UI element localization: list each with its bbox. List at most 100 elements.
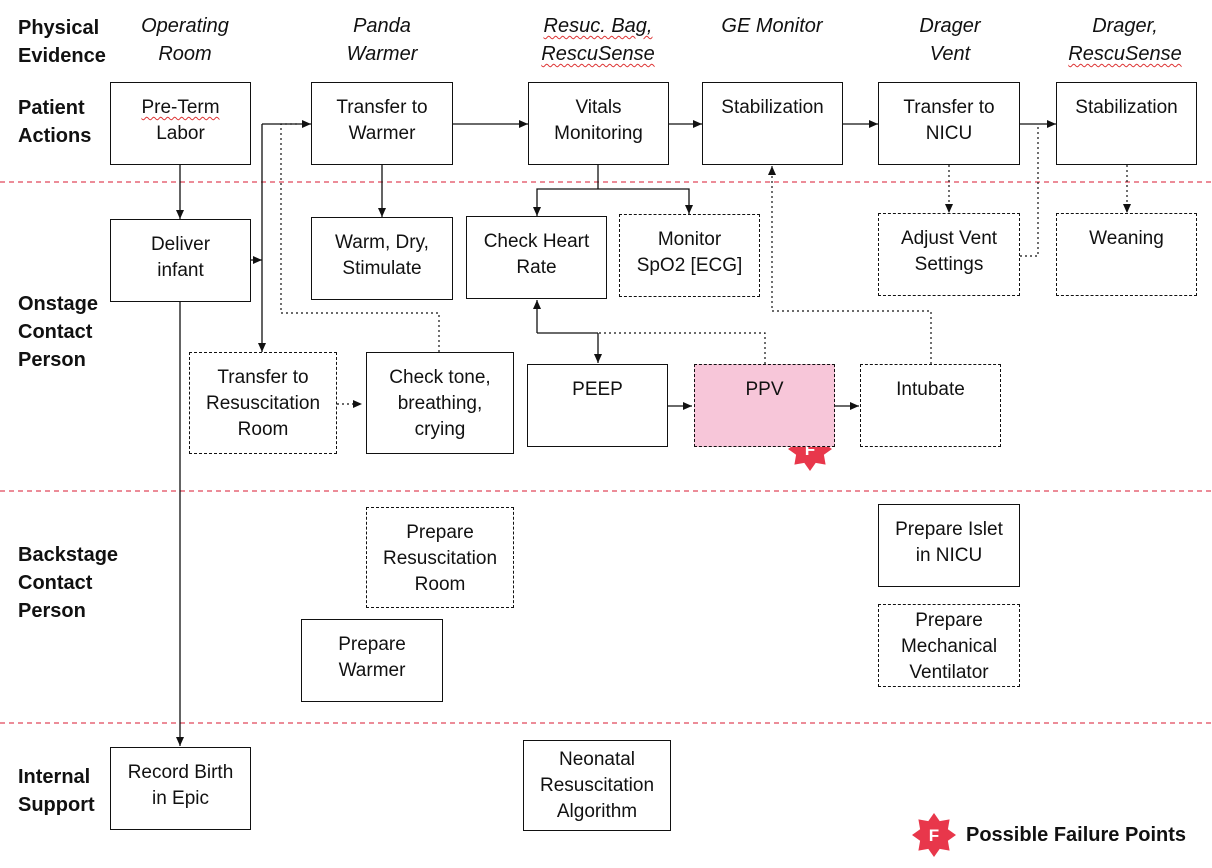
box-line: Settings bbox=[914, 254, 984, 275]
row-label-line: Actions bbox=[18, 125, 92, 147]
row-label-line: Physical bbox=[18, 17, 100, 39]
row-label-line: Support bbox=[18, 794, 95, 816]
row-label-line: Patient bbox=[18, 97, 85, 119]
evidence-ge-monitor: GE Monitor bbox=[697, 12, 847, 40]
evidence-line: Room bbox=[158, 43, 212, 65]
legend-badge: F bbox=[912, 813, 956, 857]
evidence-line: Drager, bbox=[1092, 15, 1158, 37]
box-line: breathing, bbox=[397, 393, 483, 414]
box-record-birth-epic: Record Birth in Epic bbox=[110, 747, 251, 830]
failure-letter: F bbox=[805, 440, 815, 459]
box-line: Intubate bbox=[896, 379, 965, 400]
evidence-resuc-bag: Resuc. Bag, RescuSense bbox=[518, 12, 678, 68]
box-check-tone-breathing: Check tone, breathing, crying bbox=[366, 352, 514, 454]
dotted-intubate-to-stabilization bbox=[768, 166, 932, 364]
evidence-panda-warmer: Panda Warmer bbox=[307, 12, 457, 68]
box-line: NICU bbox=[925, 123, 973, 144]
row-label-onstage: Onstage Contact Person bbox=[18, 290, 98, 374]
box-prepare-resuscitation-room: Prepare Resuscitation Room bbox=[366, 507, 514, 608]
box-line: Prepare Islet bbox=[895, 519, 1003, 540]
box-line: Room bbox=[237, 419, 289, 440]
box-line: Check tone, bbox=[389, 367, 491, 388]
dotted-adjust-vent-to-stabilization bbox=[1020, 124, 1039, 257]
box-line: Transfer to bbox=[903, 97, 995, 118]
row-label-line: Person bbox=[18, 349, 86, 371]
row-label-backstage: Backstage Contact Person bbox=[18, 541, 118, 625]
box-line: Warmer bbox=[338, 660, 406, 681]
dotted-connectors bbox=[280, 123, 1131, 408]
box-line: Resuscitation bbox=[382, 548, 498, 569]
evidence-line: Resuc. Bag, bbox=[543, 15, 653, 37]
legend-label: Possible Failure Points bbox=[966, 824, 1187, 846]
box-adjust-vent-settings: Adjust Vent Settings bbox=[878, 213, 1020, 296]
box-weaning: Weaning bbox=[1056, 213, 1197, 296]
failure-star-icon bbox=[912, 813, 956, 857]
box-prepare-warmer: Prepare Warmer bbox=[301, 619, 443, 702]
box-neonatal-resuscitation-algorithm: Neonatal Resuscitation Algorithm bbox=[523, 740, 671, 831]
row-label-line: Person bbox=[18, 600, 86, 622]
box-line: crying bbox=[414, 419, 466, 440]
box-monitor-spo2: Monitor SpO2 [ECG] bbox=[619, 214, 760, 297]
box-line: Adjust Vent bbox=[900, 228, 998, 249]
box-line: Warm, Dry, bbox=[335, 232, 429, 253]
box-line: Transfer to bbox=[217, 367, 309, 388]
row-label-line: Evidence bbox=[18, 45, 106, 67]
evidence-line: Drager bbox=[919, 15, 981, 37]
row-label-physical-evidence: Physical Evidence bbox=[18, 14, 106, 70]
evidence-line: RescuSense bbox=[1068, 43, 1182, 65]
box-line: Neonatal bbox=[558, 749, 636, 770]
box-stabilization-ge: Stabilization bbox=[702, 82, 843, 165]
box-line: Prepare bbox=[406, 522, 474, 543]
row-label-line: Backstage bbox=[18, 544, 119, 566]
box-intubate: Intubate bbox=[860, 364, 1001, 447]
row-label-line: Internal bbox=[18, 766, 91, 788]
box-line: Weaning bbox=[1089, 228, 1164, 249]
box-line: Monitor bbox=[657, 229, 722, 250]
box-line: Stabilization bbox=[721, 97, 824, 118]
row-label-line: Contact bbox=[18, 321, 93, 343]
box-line: in Epic bbox=[151, 788, 210, 809]
box-line: Prepare bbox=[338, 634, 406, 655]
arrow-vitals-to-check-heart bbox=[533, 188, 598, 216]
box-line: Resuscitation bbox=[539, 775, 655, 796]
row-label-line: Onstage bbox=[18, 293, 99, 315]
evidence-line: Operating bbox=[141, 15, 229, 37]
box-line: Deliver bbox=[150, 234, 211, 255]
box-line: Vitals bbox=[575, 97, 622, 118]
box-line: Check Heart bbox=[483, 231, 590, 252]
dotted-check-tone-to-transfer-warmer bbox=[280, 123, 440, 352]
box-line: Rate bbox=[516, 257, 557, 278]
evidence-drager-vent: Drager Vent bbox=[875, 12, 1025, 68]
row-label-patient-actions: Patient Actions bbox=[18, 94, 91, 150]
box-stabilization-drager: Stabilization bbox=[1056, 82, 1197, 165]
evidence-line: Panda bbox=[353, 15, 411, 37]
box-warm-dry-stimulate: Warm, Dry, Stimulate bbox=[311, 217, 453, 300]
evidence-line: Vent bbox=[929, 43, 971, 65]
box-vitals-monitoring: Vitals Monitoring bbox=[528, 82, 669, 165]
box-check-heart-rate: Check Heart Rate bbox=[466, 216, 607, 299]
box-preterm-labor: Pre-Term Labor bbox=[110, 82, 251, 165]
box-line: SpO2 [ECG] bbox=[636, 255, 743, 276]
failure-letter: F bbox=[929, 826, 939, 845]
box-line: Stabilization bbox=[1075, 97, 1178, 118]
box-ppv: PPV bbox=[694, 364, 835, 447]
box-transfer-to-warmer: Transfer to Warmer bbox=[311, 82, 453, 165]
box-line: Labor bbox=[156, 123, 205, 144]
box-line: Resuscitation bbox=[205, 393, 321, 414]
box-line: Monitoring bbox=[554, 123, 643, 144]
box-line: Record Birth bbox=[127, 762, 234, 783]
box-prepare-islet-nicu: Prepare Islet in NICU bbox=[878, 504, 1020, 587]
box-peep: PEEP bbox=[527, 364, 668, 447]
box-line: Mechanical bbox=[900, 636, 998, 657]
box-transfer-to-nicu: Transfer to NICU bbox=[878, 82, 1020, 165]
box-line: Pre-Term bbox=[141, 97, 220, 118]
arrow-vitals-to-monitor-spo2 bbox=[598, 188, 693, 214]
box-line: Ventilator bbox=[909, 662, 989, 683]
box-line: Prepare bbox=[915, 610, 983, 631]
box-line: PEEP bbox=[572, 379, 623, 400]
box-line: Algorithm bbox=[556, 801, 638, 822]
box-deliver-infant: Deliver infant bbox=[110, 219, 251, 302]
lane-dividers bbox=[0, 181, 1212, 724]
box-line: Warmer bbox=[348, 123, 416, 144]
